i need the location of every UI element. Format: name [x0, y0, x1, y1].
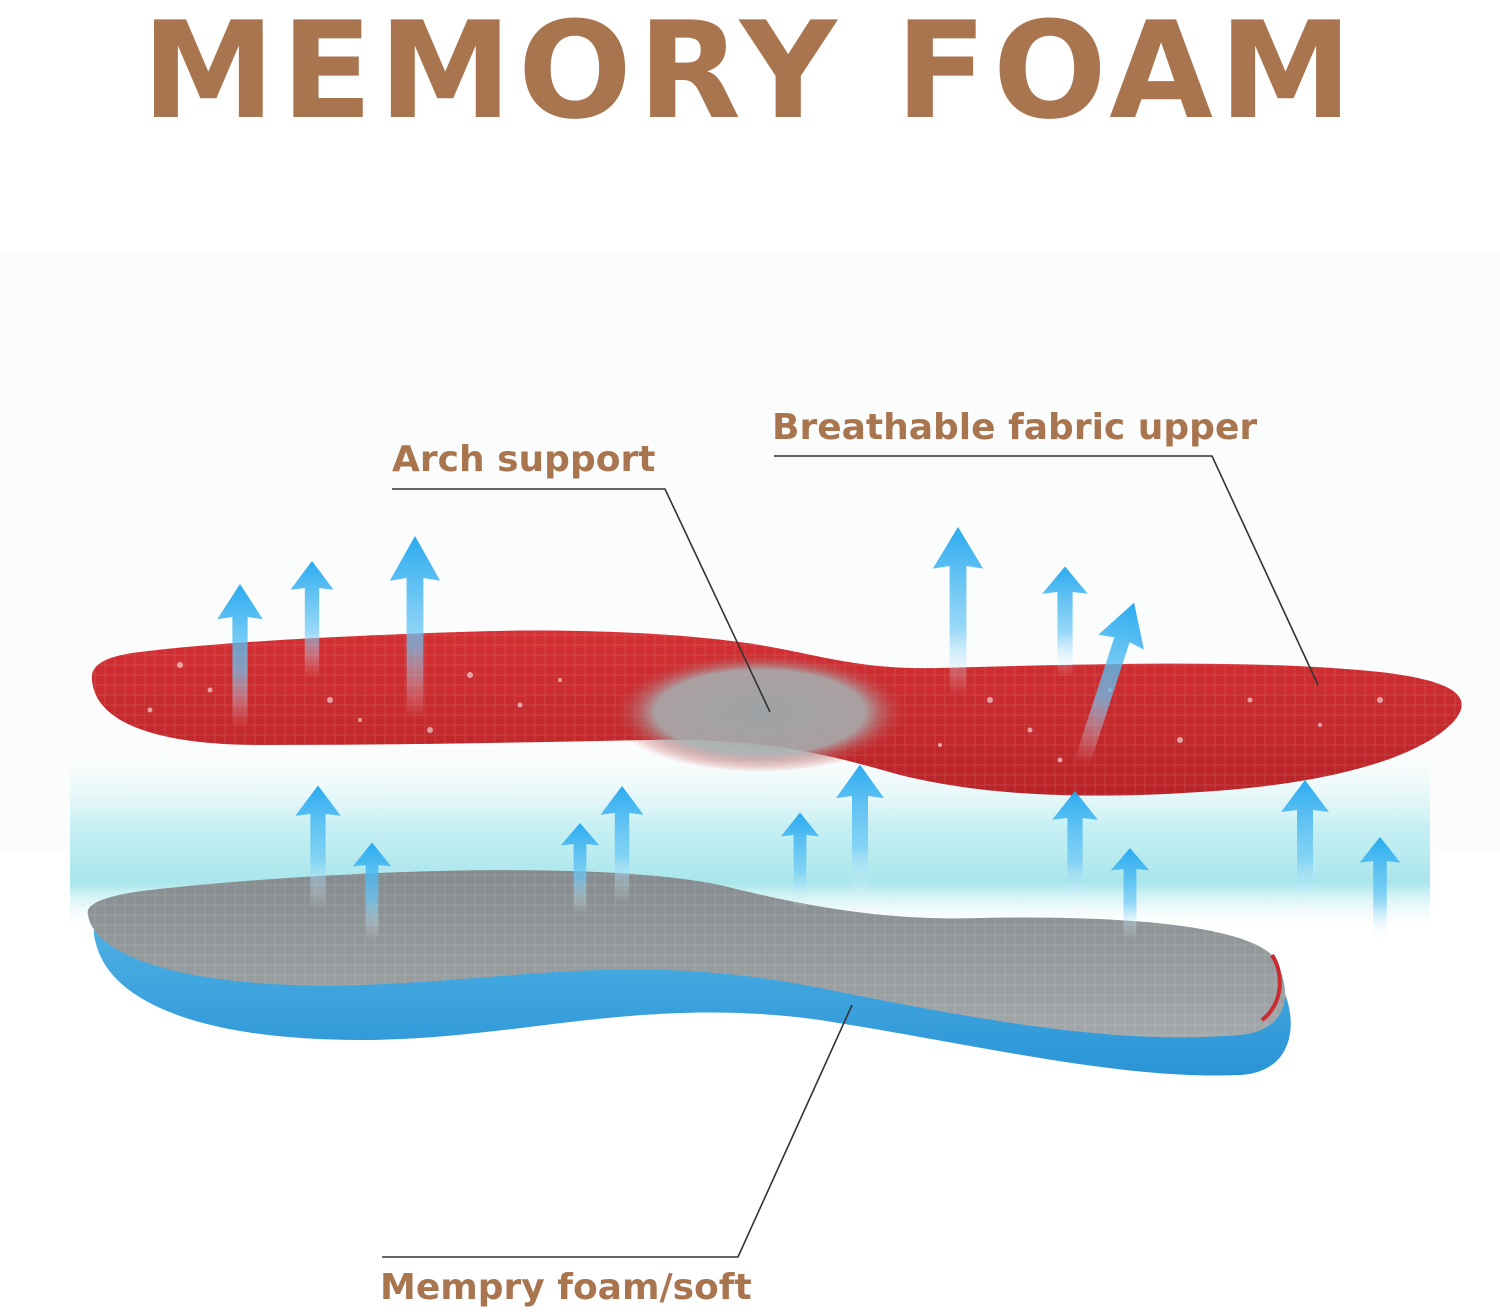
- leader-lines: [382, 455, 1319, 1258]
- water-droplets: [147, 662, 1383, 763]
- memory-foam-leader: [382, 1004, 853, 1258]
- memory-foam-label: Mempry foam/soft: [380, 1267, 752, 1308]
- arch-support-label: Arch support: [392, 439, 656, 480]
- fabric-upper-leader: [774, 455, 1319, 686]
- breathable-fabric-upper-label: Breathable fabric upper: [772, 407, 1258, 448]
- page-title: MEMORY FOAM: [141, 0, 1359, 149]
- arch-support-patch: [610, 652, 910, 772]
- arch-support-leader: [392, 488, 771, 713]
